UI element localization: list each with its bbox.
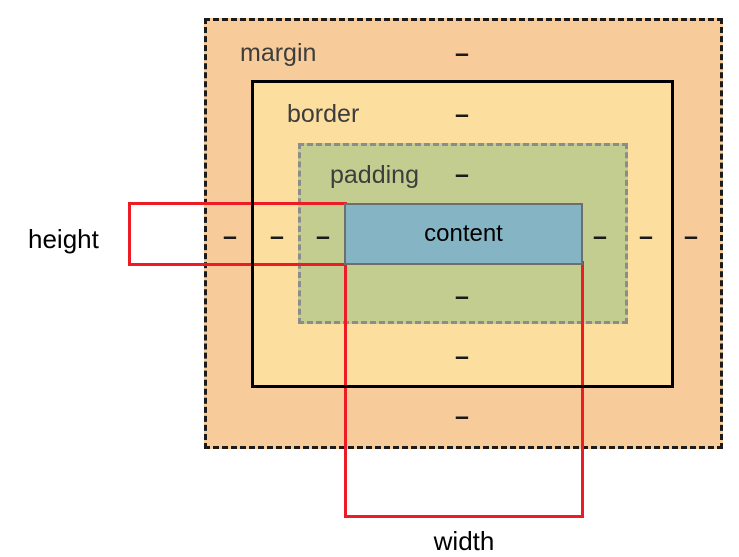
padding-bottom-dash: –	[455, 282, 469, 311]
padding-label: padding	[330, 161, 419, 189]
border-left-dash: –	[270, 222, 284, 251]
border-right-dash: –	[639, 222, 653, 251]
padding-left-dash: –	[316, 222, 330, 251]
margin-top-dash: –	[455, 39, 469, 68]
margin-bottom-dash: –	[455, 402, 469, 431]
height-label: height	[28, 224, 99, 254]
margin-right-dash: –	[684, 222, 698, 251]
margin-left-dash: –	[223, 222, 237, 251]
margin-label: margin	[240, 39, 317, 67]
border-label: border	[287, 100, 360, 128]
padding-right-dash: –	[593, 222, 607, 251]
content-label: content	[424, 220, 503, 247]
width-label: width	[433, 526, 495, 556]
border-top-dash: –	[455, 100, 469, 129]
padding-top-dash: –	[455, 160, 469, 189]
height-indicator-rect	[128, 202, 347, 266]
content-box: content	[344, 203, 583, 265]
border-bottom-dash: –	[455, 342, 469, 371]
